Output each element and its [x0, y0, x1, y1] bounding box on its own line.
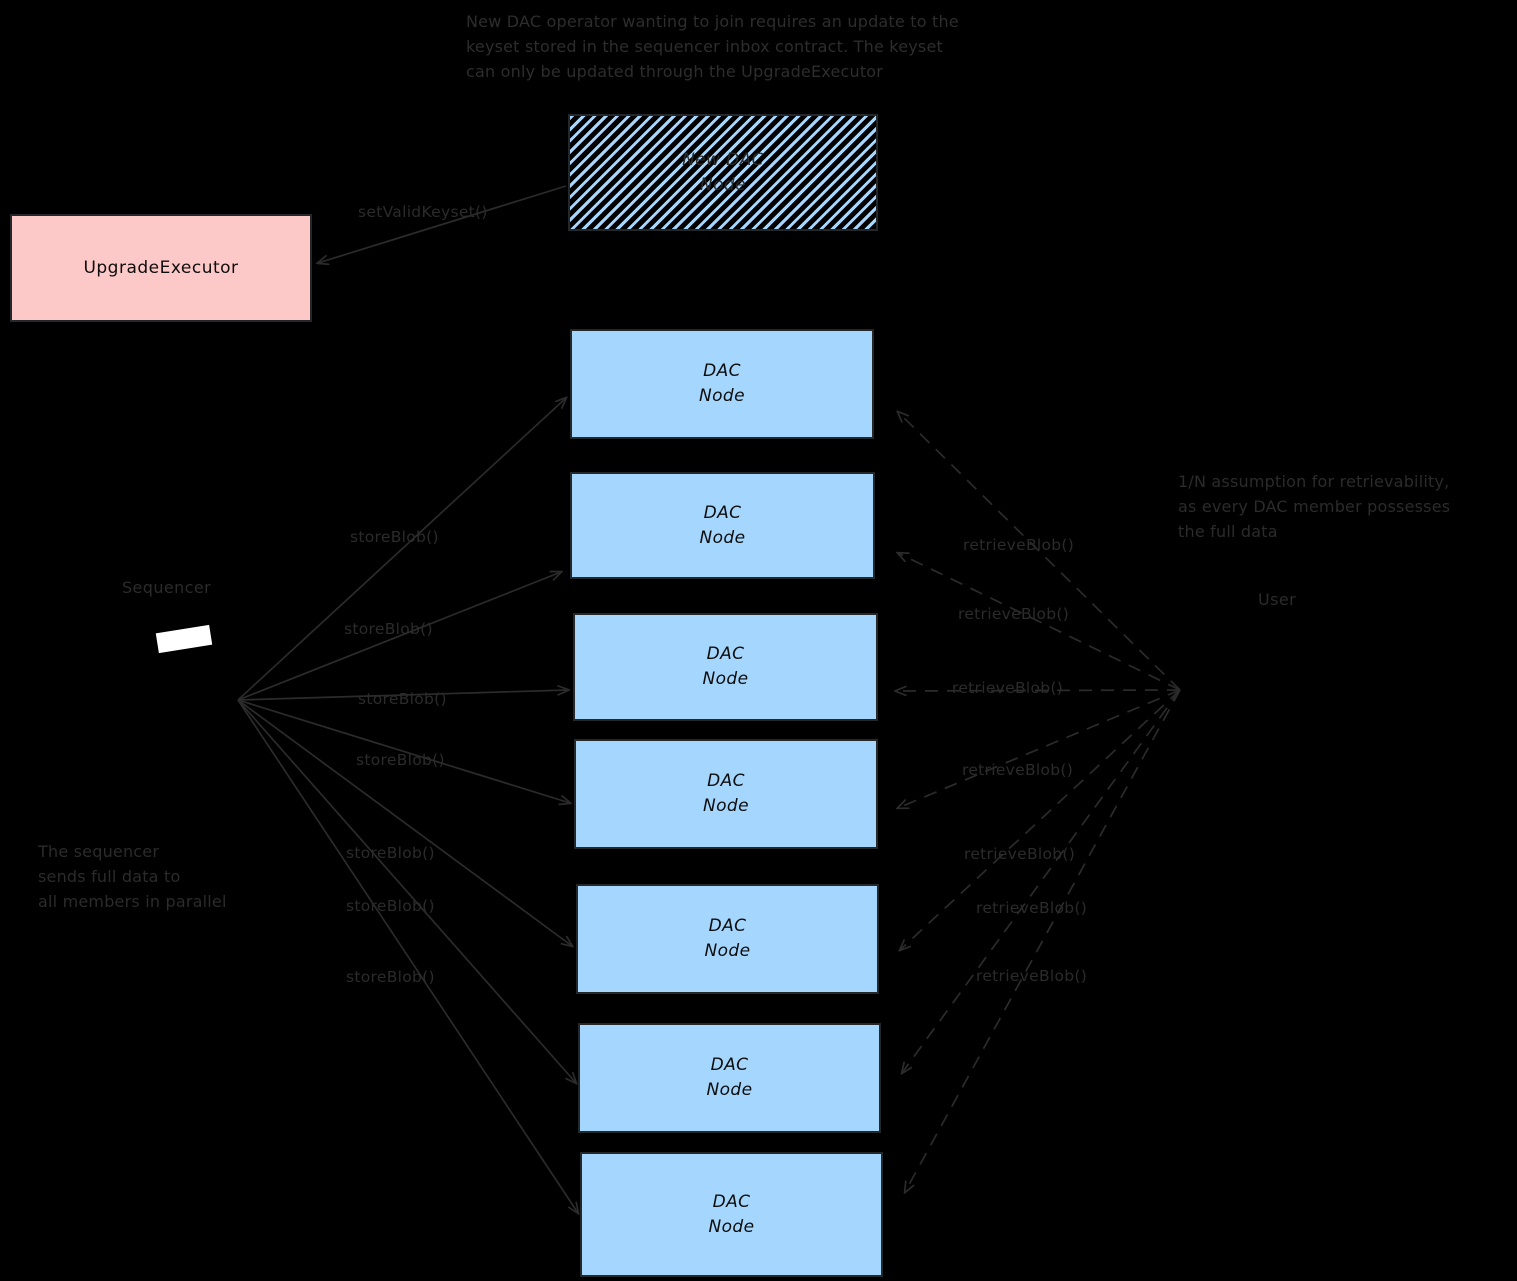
edge-label-retrieve-blob-6: retrieveBlob() [976, 899, 1088, 917]
note-left: The sequencer sends full data to all mem… [38, 842, 227, 911]
upgrade-executor-label: UpgradeExecutor [83, 258, 239, 278]
dac-node-line2: Node [702, 669, 749, 689]
edge-label-retrieve-blob-5: retrieveBlob() [964, 845, 1076, 863]
dac-node-line1: DAC [706, 644, 745, 665]
user-label: User [1258, 590, 1297, 609]
dac-node-line1: DAC [703, 502, 742, 523]
dac-node-line1: DAC [707, 771, 745, 792]
dac-node-line2: Node [708, 1216, 755, 1237]
dac-node-line2: Node [699, 527, 746, 548]
dac-node-box-4[interactable]: DAC Node [574, 739, 878, 849]
dac-node-line2: Node [706, 1080, 753, 1100]
edge-label-store-blob-1: storeBlob() [350, 528, 439, 546]
sequencer-label: Sequencer [122, 578, 212, 597]
dac-node-box-7[interactable]: DAC Node [580, 1152, 883, 1277]
edge-retrieve-blob-4 [898, 689, 1181, 808]
dac-node-line1: DAC [712, 1191, 751, 1212]
note-right: 1/N assumption for retrievability, as ev… [1178, 472, 1451, 541]
new-dac-node-line1: New DAC [682, 149, 764, 170]
edge-label-store-blob-3: storeBlob() [358, 690, 447, 708]
dac-node-box-5[interactable]: DAC Node [576, 884, 879, 994]
new-dac-node-box[interactable]: New DAC Node [568, 114, 878, 231]
dac-node-box-1[interactable]: DAC Node [570, 329, 874, 439]
dac-node-box-6[interactable]: DAC Node [578, 1023, 881, 1133]
upgrade-executor-box[interactable]: UpgradeExecutor [10, 214, 312, 322]
edge-label-store-blob-6: storeBlob() [346, 897, 435, 915]
edge-label-set-valid-keyset: setValidKeyset() [358, 203, 488, 221]
edge-label-store-blob-2: storeBlob() [344, 620, 433, 638]
edge-store-blob-7 [237, 699, 578, 1213]
dac-node-box-3[interactable]: DAC Node [573, 613, 878, 721]
dac-node-line1: DAC [708, 916, 747, 937]
edge-retrieve-blob-6 [902, 689, 1181, 1073]
edge-label-retrieve-blob-4: retrieveBlob() [962, 761, 1074, 779]
dac-node-line2: Node [703, 796, 749, 816]
edge-store-blob-1 [237, 398, 566, 701]
edge-label-store-blob-4: storeBlob() [356, 751, 445, 769]
edge-label-retrieve-blob-2: retrieveBlob() [958, 605, 1070, 623]
dac-node-line1: DAC [703, 361, 741, 382]
edge-set-valid-keyset [318, 185, 567, 263]
dac-node-line1: DAC [710, 1055, 749, 1076]
dac-node-box-2[interactable]: DAC Node [570, 472, 875, 579]
edge-label-retrieve-blob-3: retrieveBlob() [952, 679, 1064, 697]
dac-node-line2: Node [699, 386, 745, 406]
edge-label-store-blob-5: storeBlob() [346, 844, 435, 862]
edge-label-retrieve-blob-1: retrieveBlob() [963, 536, 1075, 554]
sequencer-icon [155, 624, 213, 654]
edge-label-retrieve-blob-7: retrieveBlob() [976, 967, 1088, 985]
note-top: New DAC operator wanting to join require… [466, 12, 959, 81]
new-dac-node-line2: Node [700, 174, 746, 195]
dac-node-line2: Node [704, 941, 751, 961]
edge-label-store-blob-7: storeBlob() [346, 968, 435, 986]
